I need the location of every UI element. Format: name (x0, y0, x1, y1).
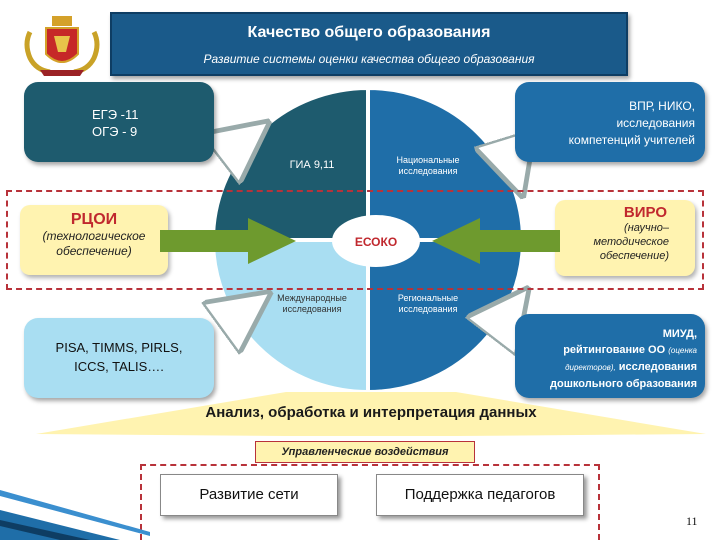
support-frame (6, 190, 704, 290)
teacher-support-button[interactable]: Поддержка педагогов (376, 474, 584, 516)
quadrant-international-label-2: исследования (283, 304, 342, 314)
quadrant-national-label-2: исследования (399, 166, 458, 176)
center-label: ЕСОКО (355, 235, 397, 249)
arrow-left-icon (432, 218, 560, 264)
directors-label: директоров), (565, 363, 616, 372)
curved-arrow-bottom-left (230, 310, 246, 335)
curved-arrow-top-left (226, 140, 245, 170)
quadrant-gia-label: ГИА 9,11 (290, 159, 335, 171)
pisa-box: PISA, TIMMS, PIRLS, ICCS, TALIS…. (24, 318, 214, 398)
page-title: Качество общего образования (247, 24, 491, 41)
director-assessment-label: (оценка (668, 346, 697, 355)
vpr-niko-box: ВПР, НИКО, исследования компетенций учит… (515, 82, 705, 162)
ege-label: ЕГЭ -11 (92, 107, 139, 122)
management-bar: Управленческие воздействия (255, 441, 475, 463)
quadrant-regional-label-1: Региональные (398, 293, 458, 303)
arrow-right-icon (160, 218, 296, 264)
coat-of-arms-icon (24, 16, 100, 76)
actions-frame (140, 464, 600, 540)
pisa-label: PISA, TIMMS, PIRLS, (55, 340, 183, 355)
viro-box: ВИРО (научно– методическое обеспечение) (555, 200, 695, 276)
rcoi-line1: (технологическое (42, 229, 146, 243)
curved-arrow-top-right (500, 145, 514, 168)
viro-line1: (научно– (624, 222, 669, 234)
preschool-label: дошкольного образования (550, 378, 697, 390)
center-ellipse (332, 215, 420, 267)
rcoi-box: РЦОИ (технологическое обеспечение) (20, 205, 168, 275)
ege-oge-box: ЕГЭ -11 ОГЭ - 9 (24, 82, 214, 162)
viro-title: ВИРО (623, 204, 667, 221)
research-label-2: исследования (618, 361, 697, 373)
vpr-niko-label: ВПР, НИКО, (629, 99, 695, 113)
rating-label: рейтингование ОО (563, 344, 666, 356)
analysis-banner (36, 392, 706, 436)
miud-label: МИУД, (662, 328, 697, 340)
iccs-label: ICCS, TALIS…. (74, 359, 164, 374)
rcoi-title: РЦОИ (70, 211, 118, 228)
oge-label: ОГЭ - 9 (92, 124, 138, 139)
viro-line2: методическое (593, 236, 669, 248)
quadrant-international-label-1: Международные (277, 293, 347, 303)
header-banner: Качество общего образования Развитие сис… (110, 12, 628, 76)
quadrant-regional-label-2: исследования (399, 304, 458, 314)
rcoi-line2: обеспечение) (56, 244, 132, 258)
viro-line3: обеспечение) (599, 250, 669, 262)
miud-box: МИУД, рейтингование ОО (оценка директоро… (515, 314, 705, 398)
analysis-label: Анализ, обработка и интерпретация данных (205, 404, 537, 421)
curved-arrow-bottom-right (490, 312, 510, 335)
network-development-button[interactable]: Развитие сети (160, 474, 338, 516)
page-number: 11 (686, 514, 698, 528)
quadrant-national-label-1: Национальные (396, 155, 459, 165)
page-subtitle: Развитие системы оценки качества общего … (203, 52, 535, 66)
research-label: исследования (616, 116, 695, 130)
decorative-stripes (0, 490, 150, 540)
teacher-competence-label: компетенций учителей (568, 133, 695, 147)
